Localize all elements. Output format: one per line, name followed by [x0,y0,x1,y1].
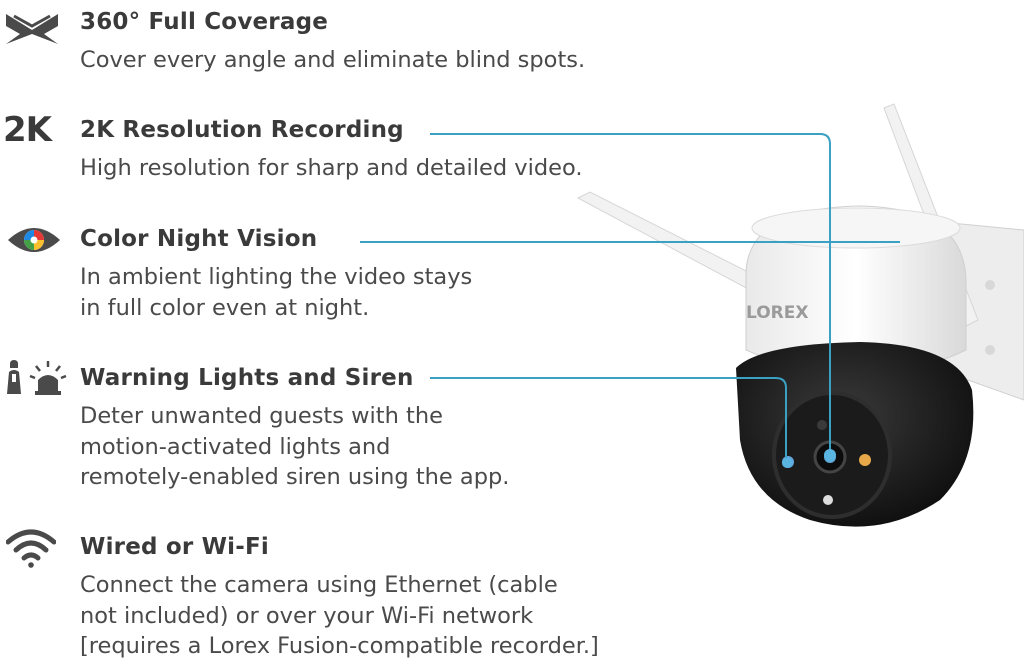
feature-title: Warning Lights and Siren [80,365,414,391]
camera-product-image: LOREX [576,103,1024,527]
brand-logo: LOREX [746,303,809,323]
feature-title: 360° Full Coverage [80,9,329,35]
2k-icon: 2K [3,110,52,150]
feature-description: Cover every angle and eliminate blind sp… [80,47,586,73]
feature-title: Color Night Vision [80,226,318,252]
color-eye-icon [8,228,60,252]
feature-description: In ambient lighting the video stays in f… [80,264,473,321]
feature-description: Connect the camera using Ethernet (cable… [80,572,599,659]
feature-title: 2K Resolution Recording [80,117,404,143]
feature-description: Deter unwanted guests with the motion-ac… [80,403,510,490]
feature-title: Wired or Wi-Fi [80,534,270,560]
360-coverage-icon [6,14,58,44]
feature-description: High resolution for sharp and detailed v… [80,155,583,181]
wifi-icon [6,529,56,568]
warning-light-siren-icon [7,360,67,395]
